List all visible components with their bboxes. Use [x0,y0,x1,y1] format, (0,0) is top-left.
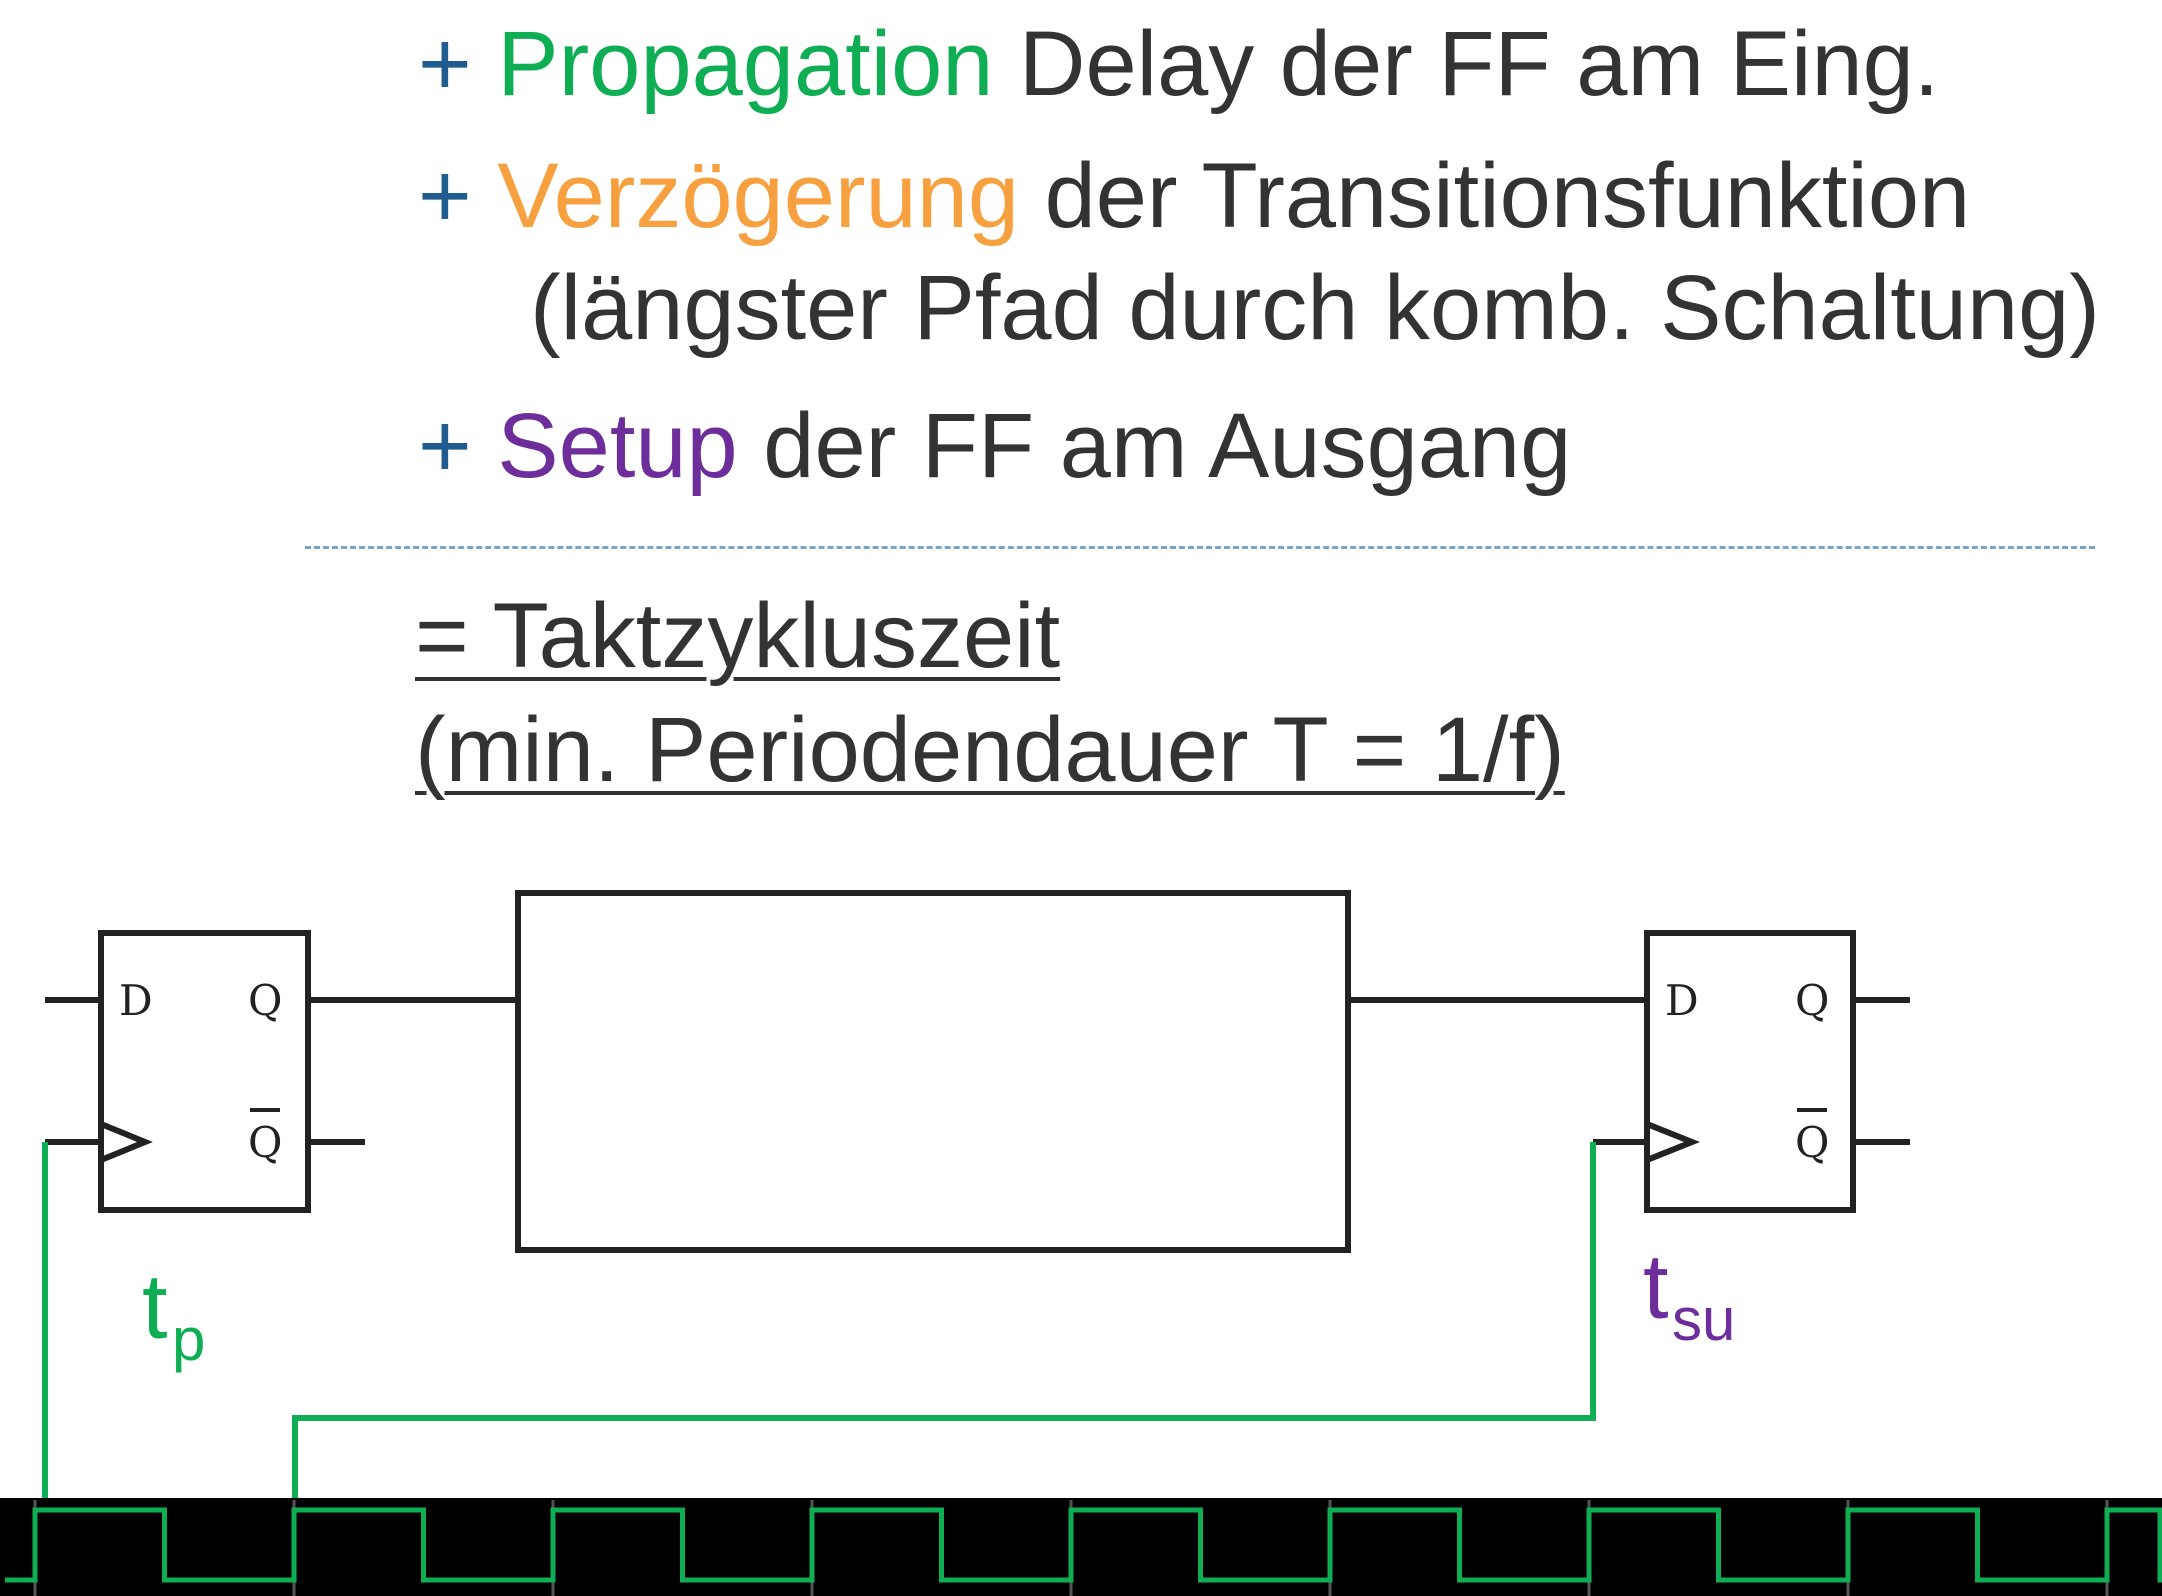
tsu-label-main: t [1643,1236,1669,1338]
clock-waveform [5,1507,2162,1583]
tsu-label-sub: su [1672,1286,1735,1353]
ff-left-q-label: Q [248,976,282,1025]
plus-sign: + [418,395,472,497]
plus-sign: + [418,145,472,247]
result-periodendauer-text: (min. Periodendauer T = 1/f) [415,699,1565,801]
line-verzoegerung: + Verzögerung der Transitionsfunktion [418,150,1970,242]
plus-sign: + [418,13,472,115]
line-laengster-pfad: (längster Pfad durch komb. Schaltung) [530,257,2100,359]
keyword-verzoegerung: Verzögerung [497,145,1020,247]
line-setup: + Setup der FF am Ausgang [418,400,1571,492]
line-propagation: + Propagation Delay der FF am Eing. [418,18,1939,110]
keyword-propagation: Propagation [497,13,994,115]
ff-right-clock-triangle [1645,1121,1701,1163]
flipflop-right-box [1644,930,1856,1213]
keyword-setup: Setup [497,395,738,497]
ff-right-q-label: Q [1795,976,1829,1025]
line-setup-text: der FF am Ausgang [737,395,1572,497]
ff-left-clock-triangle [99,1121,153,1163]
tp-label-sub: p [172,1306,205,1373]
result-taktzykluszeit: = Taktzykluszeit [305,590,1060,682]
flipflop-left-box [98,930,311,1213]
result-taktzykluszeit-text: = Taktzykluszeit [415,585,1061,687]
ff-right-d-label: D [1665,976,1699,1025]
ff-right-qbar-label: Q [1795,1118,1829,1167]
result-periodendauer: (min. Periodendauer T = 1/f) [305,704,1565,796]
combinational-logic-box [515,890,1351,1253]
tp-label-main: t [142,1256,168,1358]
divider-line [305,546,2095,549]
line-propagation-text: Delay der FF am Eing. [993,13,1940,115]
ff-left-d-label: D [119,976,153,1025]
ff-left-qbar-label: Q [248,1118,282,1167]
line-verzoegerung-text: der Transitionsfunktion [1019,145,1971,247]
clock-feed-right [292,1142,1596,1515]
